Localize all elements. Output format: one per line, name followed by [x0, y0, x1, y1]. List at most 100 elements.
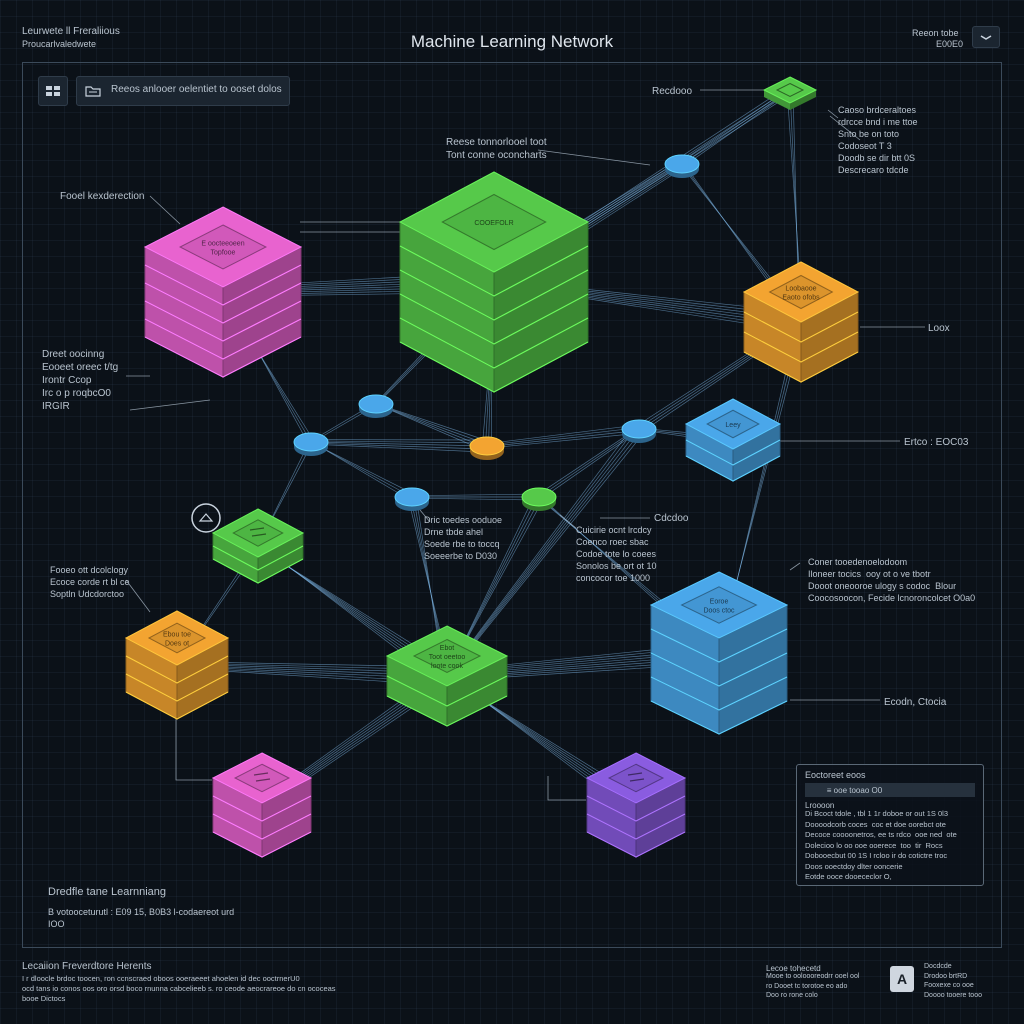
label-connectors-layer — [125, 89, 925, 801]
edge-pill-orange-pill-blue-4 — [491, 433, 637, 449]
edge-pill-blue-4-green_center — [450, 426, 634, 671]
node-layer-edge — [144, 336, 302, 378]
node-label-text: loote cook — [431, 663, 463, 670]
label-left-mid: Dreet oocinng Eooeet oreec t/tg Irontr C… — [42, 349, 119, 412]
node-layer-edge — [685, 455, 781, 482]
label-recdooo: Recdooo — [652, 86, 693, 97]
node-label-text: E oocteeoeen — [201, 241, 244, 248]
node-green-small[interactable] — [211, 508, 305, 584]
add-node-circle[interactable] — [191, 503, 221, 533]
collapse-button[interactable] — [972, 26, 1000, 48]
small-node-top — [358, 394, 394, 414]
node-layer-edge — [386, 675, 508, 707]
small-node-blue-1[interactable] — [664, 154, 700, 178]
node-label-plate — [233, 763, 291, 793]
edge-pill-blue-1-pill-blue-top — [681, 89, 791, 165]
small-node-top — [293, 432, 329, 452]
node-label-plate — [706, 409, 760, 439]
small-node-top — [521, 487, 557, 507]
label-connector-16 — [547, 776, 586, 801]
node-label-text: Eaoto ofobs — [782, 295, 820, 302]
node-purple-bottom[interactable] — [585, 752, 687, 858]
small-node-orange[interactable] — [469, 436, 505, 460]
node-label-text: Does ot — [165, 641, 189, 648]
info-panel-title: Eoctoreet eoos — [805, 770, 866, 780]
label-connector-3 — [537, 149, 651, 166]
grid-layout-icon — [46, 86, 60, 96]
node-label-plate — [179, 224, 267, 270]
small-node-blue-4[interactable] — [621, 419, 657, 443]
node-layer-edge — [399, 317, 589, 369]
footer-left-text: I r dloocle brdoc toocen, ron ccnscraed … — [22, 974, 336, 1003]
label-connector-5 — [129, 399, 211, 411]
node-layer-edge — [399, 293, 589, 345]
footer-far-right: Docdcde Drodoo brtRD Fooxexe co ooe Dooo… — [924, 963, 982, 999]
edge-pill-blue-3-pill-orange — [316, 444, 484, 453]
node-pink-bottom[interactable] — [211, 752, 313, 858]
small-node-blue-top[interactable] — [762, 76, 818, 110]
small-node-top — [394, 487, 430, 507]
label-bottom-left-title: Dredfle tane Learnniang — [48, 886, 167, 898]
edge-pill-blue-3-pill-orange — [310, 441, 488, 447]
info-panel-bar-text: ≡ ooe tooao O0 — [809, 786, 883, 795]
layout-toggle-button[interactable] — [38, 76, 68, 106]
small-node-side — [790, 90, 816, 110]
label-connector-4 — [149, 195, 181, 225]
node-layer-edge — [743, 311, 859, 343]
small-node-blue-3[interactable] — [293, 432, 329, 456]
node-layer-edge — [125, 655, 229, 684]
node-layer-edge — [144, 300, 302, 342]
header-app-subtitle: Proucarlvaledwete — [22, 39, 97, 49]
node-layer-edge — [399, 341, 589, 393]
node-green-top[interactable]: COOEFOLR — [398, 171, 590, 393]
node-layer-edge — [144, 282, 302, 324]
small-node-top — [621, 419, 657, 439]
node-layer-edge — [212, 795, 312, 822]
search-input[interactable]: Reeos anlooer oelentiet to ooset dolos — [76, 76, 290, 106]
node-layer-edge — [685, 439, 781, 466]
node-layer-edge — [586, 813, 686, 840]
diagram-frame — [22, 62, 1002, 948]
edge-pill-blue-5-pill-green — [414, 497, 538, 501]
node-label-plate — [412, 638, 482, 674]
header-app-name: Leurwete ll Freraliious — [22, 26, 120, 37]
node-layer-edge — [212, 545, 304, 571]
node-label-plate — [147, 622, 207, 654]
info-panel-bar[interactable]: ≡ ooe tooao O0 — [805, 783, 975, 797]
edge-pill-blue-5-pill-green — [408, 493, 541, 497]
small-node-green[interactable] — [521, 487, 557, 511]
edge-pill-blue-3-pill-orange — [313, 442, 486, 450]
edge-pill-blue-4-green_center — [443, 431, 646, 683]
label-right-low: Ecodn, Ctocia — [884, 697, 947, 708]
node-label-text: Loobaooe — [785, 286, 816, 293]
node-label-text: Topfooe — [211, 250, 236, 257]
label-connector-15 — [175, 690, 212, 781]
small-node-top — [762, 76, 818, 104]
edge-pill-orange-pill-blue-4 — [488, 430, 639, 447]
label-top-right-notes: Caoso brdceraltoes rdrcce bnd i me ttoe … — [838, 105, 918, 175]
node-layer-edge — [650, 628, 788, 663]
node-label-text: Leey — [725, 422, 741, 429]
font-button[interactable]: A — [890, 966, 914, 992]
footer-right-text: Mooe to ooloooreodrr ooel ool ro Dooet t… — [766, 973, 860, 999]
small-node-blue-2[interactable] — [358, 394, 394, 418]
small-node-blue-5[interactable] — [394, 487, 430, 511]
label-connector-1 — [827, 109, 839, 119]
node-layer-edge — [650, 700, 788, 735]
small-node-top — [664, 154, 700, 174]
label-feature-extraction: Fooel kexderection — [60, 191, 145, 202]
folder-icon — [85, 86, 101, 97]
node-layer-edge — [212, 558, 304, 584]
node-add-circle[interactable] — [191, 503, 221, 533]
node-label-plate — [232, 519, 284, 547]
node-glyph-icon — [627, 772, 645, 782]
edge-pill-orange-pill-blue-4 — [482, 424, 642, 445]
edge-pill-blue-2-pill-orange — [377, 404, 487, 448]
node-cursor-icon — [198, 513, 214, 522]
node-blue-right[interactable]: Leey — [684, 398, 782, 482]
